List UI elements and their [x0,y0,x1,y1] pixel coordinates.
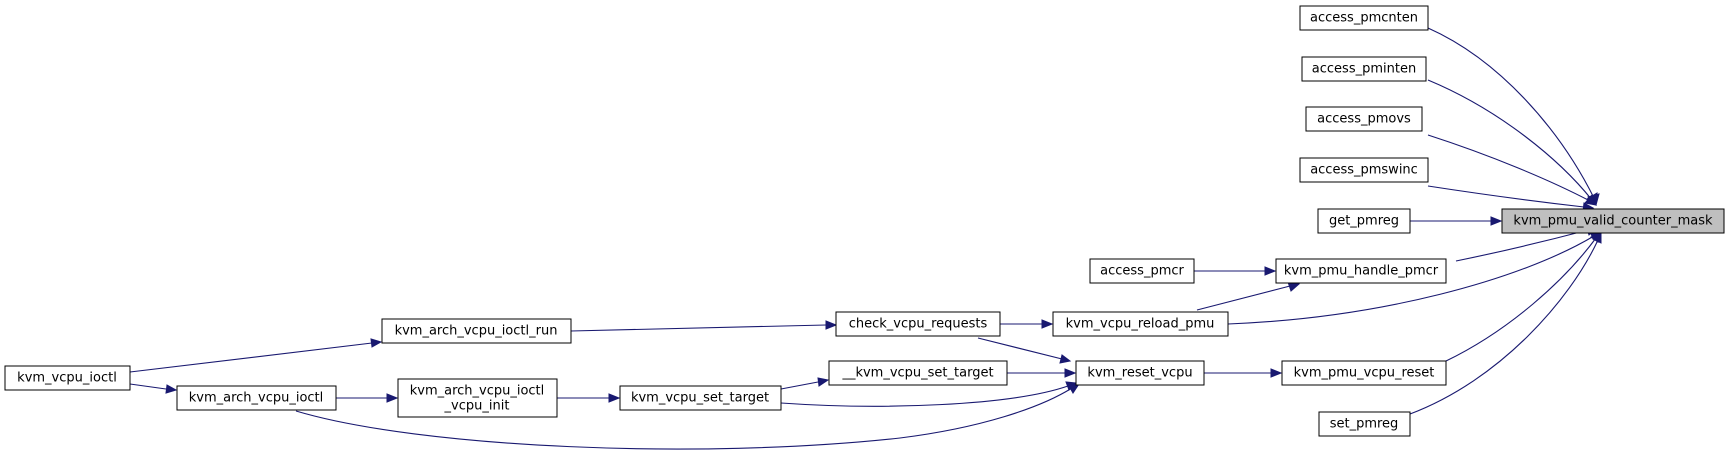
node-label: set_pmreg [1330,417,1399,432]
edge-access_pminten-to-focus [1427,79,1598,206]
node-label: check_vcpu_requests [849,317,988,332]
node-label: kvm_vcpu_ioctl [17,371,117,386]
node-kvm_vcpu_reload_pmu[interactable]: kvm_vcpu_reload_pmu [1052,311,1229,337]
node-kvm_arch_vcpu_ioctl_run[interactable]: kvm_arch_vcpu_ioctl_run [381,318,572,344]
edge-check_vcpu_requests-to-kvm_reset_vcpu [977,337,1072,364]
edge-kvm_arch_vcpu_ioctl_run-to-check_vcpu_requests [570,320,838,332]
node-access_pmovs[interactable]: access_pmovs [1305,106,1423,132]
node-label: access_pmovs [1317,112,1411,127]
edge-kvm_vcpu_ioctl-to-kvm_arch_vcpu_ioctl [129,383,178,394]
edge-__kvm_vcpu_set_target-to-kvm_reset_vcpu [1007,368,1077,378]
node-label: __kvm_vcpu_set_target [841,366,993,381]
node-kvm_vcpu_ioctl[interactable]: kvm_vcpu_ioctl [4,365,131,391]
edge-vcpu_init-to-kvm_vcpu_set_target [557,393,621,403]
node-label: kvm_arch_vcpu_ioctl_run [395,324,558,339]
node-kvm_arch_vcpu_ioctl[interactable]: kvm_arch_vcpu_ioctl [176,385,337,411]
node-label: access_pminten [1312,62,1416,77]
node-kvm_reset_vcpu[interactable]: kvm_reset_vcpu [1075,360,1205,386]
edge-kvm_vcpu_set_target-to-__kvm_vcpu_set_target [780,377,830,390]
node-label: kvm_pmu_vcpu_reset [1294,366,1435,381]
node-label: kvm_arch_vcpu_ioctl [189,391,324,406]
node-kvm_arch_vcpu_ioctl_vcpu_init[interactable]: kvm_arch_vcpu_ioctl _vcpu_init [397,378,558,418]
edge-kvm_vcpu_ioctl-to-kvm_arch_vcpu_ioctl_run [129,338,383,373]
node-access_pmswinc[interactable]: access_pmswinc [1299,157,1429,183]
node-access_pminten[interactable]: access_pminten [1301,56,1427,82]
node-access_pmcnten[interactable]: access_pmcnten [1299,5,1429,31]
node-label: access_pmcnten [1310,11,1418,26]
node-kvm_vcpu_set_target[interactable]: kvm_vcpu_set_target [619,385,782,411]
edge-check_vcpu_requests-to-kvm_vcpu_reload_pmu [1000,319,1054,329]
node-get_pmreg[interactable]: get_pmreg [1317,208,1411,234]
node-check_vcpu_requests[interactable]: check_vcpu_requests [835,311,1001,337]
node-label: access_pmcr [1100,264,1184,279]
edge-kvm_arch_vcpu_ioctl-to-kvm_reset_vcpu [295,383,1081,450]
edge-set_pmreg-to-focus [1409,230,1602,415]
edge-access_pmcr-to-kvm_pmu_handle_pmcr [1194,266,1277,276]
node-label-line2: _vcpu_init [444,399,510,414]
node-label: get_pmreg [1329,214,1399,229]
node-label: kvm_reset_vcpu [1087,366,1192,381]
node-label: kvm_vcpu_reload_pmu [1066,317,1215,332]
node-set_pmreg[interactable]: set_pmreg [1318,411,1411,437]
node-label-line1: kvm_arch_vcpu_ioctl [410,384,545,399]
node-kvm_pmu_vcpu_reset[interactable]: kvm_pmu_vcpu_reset [1281,360,1447,386]
edge-kvm_vcpu_reload_pmu-to-kvm_pmu_handle_pmcr [1196,281,1301,311]
node-label: kvm_pmu_valid_counter_mask [1513,214,1713,229]
edge-kvm_arch_vcpu_ioctl-to-vcpu_init [336,393,399,403]
edge-get_pmreg-to-focus [1410,216,1503,226]
edge-kvm_vcpu_set_target-to-kvm_reset_vcpu [780,381,1078,407]
node-label: kvm_vcpu_set_target [631,391,769,406]
node-access_pmcr[interactable]: access_pmcr [1089,258,1195,284]
node-__kvm_vcpu_set_target[interactable]: __kvm_vcpu_set_target [828,360,1008,386]
node-label: access_pmswinc [1310,163,1418,178]
node-kvm_pmu_valid_counter_mask[interactable]: kvm_pmu_valid_counter_mask [1501,208,1725,234]
node-kvm_pmu_handle_pmcr[interactable]: kvm_pmu_handle_pmcr [1275,258,1447,284]
edge-kvm_pmu_vcpu_reset-to-focus [1445,231,1601,362]
edge-access_pmovs-to-focus [1427,134,1597,206]
edge-kvm_reset_vcpu-to-kvm_pmu_vcpu_reset [1204,368,1283,378]
node-label: kvm_pmu_handle_pmcr [1284,264,1439,279]
